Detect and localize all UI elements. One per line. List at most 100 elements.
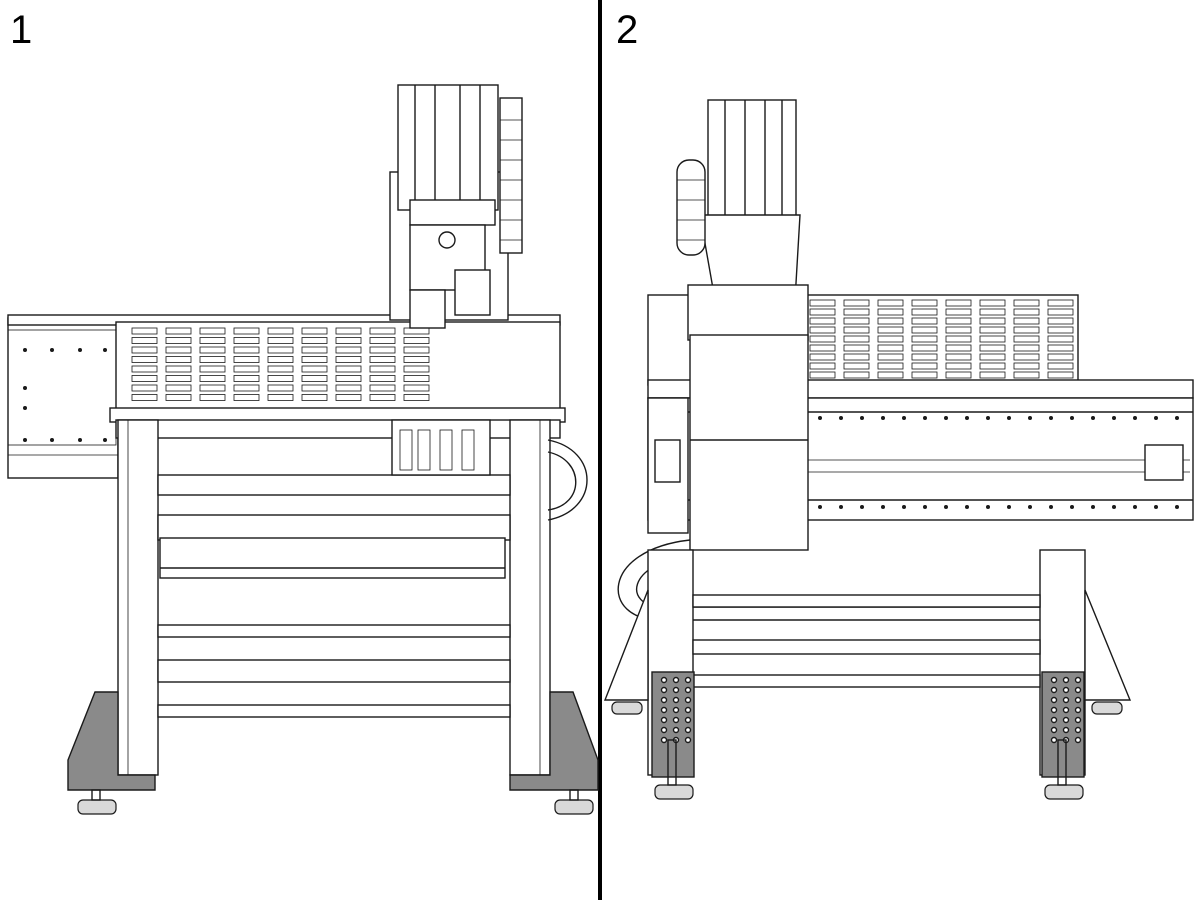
vent-slot	[979, 362, 1006, 370]
spindle	[409, 289, 446, 329]
vent-slot	[843, 317, 870, 325]
left-side-box	[7, 317, 119, 479]
hole-pattern	[660, 676, 1082, 744]
hole	[1050, 736, 1058, 744]
vent-slot	[335, 375, 362, 382]
vent-slot	[1047, 308, 1074, 316]
vent-slot	[877, 299, 904, 307]
vent-slot	[335, 327, 362, 335]
vent-slot	[843, 371, 870, 379]
hole	[684, 726, 692, 734]
hole	[1062, 706, 1070, 714]
vent-slot	[335, 337, 362, 344]
valve-block	[391, 419, 491, 476]
rail-bolt	[1070, 416, 1074, 420]
vent-slot	[843, 326, 870, 334]
vent-slot	[1047, 344, 1074, 352]
vent-slot	[131, 375, 158, 382]
vent-slot	[403, 384, 430, 392]
vent-slot	[809, 344, 836, 352]
vent-slot	[877, 344, 904, 352]
vent-slot	[979, 308, 1006, 316]
vent-slot	[809, 335, 836, 343]
vent-slot	[369, 346, 396, 354]
left-side-plate	[603, 589, 649, 701]
vent-slot	[165, 394, 192, 401]
bolt-dot	[103, 348, 107, 352]
rail-bolt	[965, 416, 969, 420]
vent-slot	[911, 353, 938, 361]
vent-slot	[911, 344, 938, 352]
bolt-dot	[23, 386, 27, 390]
rail-bolt	[860, 416, 864, 420]
hole	[660, 676, 668, 684]
vent-slot	[979, 317, 1006, 325]
vent-slot	[1013, 335, 1040, 343]
vent-slot	[809, 326, 836, 334]
vent-slot	[809, 371, 836, 379]
hole	[684, 736, 692, 744]
hole	[1074, 686, 1082, 694]
hole	[1074, 726, 1082, 734]
vent-grid-2	[809, 299, 1074, 379]
vent-slot	[369, 365, 396, 373]
rail-bolt	[923, 505, 927, 509]
vent-slot	[945, 299, 972, 307]
vent-slot	[369, 337, 396, 344]
vent-slot	[1013, 308, 1040, 316]
bolt-dots-left	[23, 348, 107, 442]
vent-slot	[1047, 326, 1074, 334]
hole	[1062, 696, 1070, 704]
hole	[1050, 706, 1058, 714]
vent-slot	[131, 394, 158, 401]
rail-bolt	[1133, 416, 1137, 420]
vent-slot	[979, 326, 1006, 334]
center-bar	[159, 537, 506, 579]
vent-slot	[165, 356, 192, 363]
hole	[672, 726, 680, 734]
vent-slot	[403, 346, 430, 354]
front-panel	[115, 321, 561, 413]
rail-bolt	[944, 416, 948, 420]
vent-slot	[1013, 326, 1040, 334]
hole	[684, 676, 692, 684]
vent-slot	[233, 394, 260, 401]
vent-slot	[1047, 335, 1074, 343]
vent-slot	[877, 353, 904, 361]
rail-bolt	[1154, 416, 1158, 420]
right-side-plate	[1084, 589, 1132, 701]
vent-slot	[945, 362, 972, 370]
bolt-dot	[78, 438, 82, 442]
vent-slot	[911, 308, 938, 316]
vent-slot	[945, 308, 972, 316]
vent-slot	[233, 356, 260, 363]
vent-slot	[979, 335, 1006, 343]
left-foot-plate	[67, 691, 156, 791]
vent-slot	[809, 362, 836, 370]
vent-slot	[301, 337, 328, 344]
vent-slot	[199, 346, 226, 354]
rail-bolt	[1028, 416, 1032, 420]
vent-slot	[131, 365, 158, 373]
bolt-dot	[50, 438, 54, 442]
vent-slot	[403, 394, 430, 401]
vent-slot	[403, 356, 430, 363]
hole	[1062, 726, 1070, 734]
rail-bolt	[818, 416, 822, 420]
rail-bolt	[1070, 505, 1074, 509]
hole	[660, 726, 668, 734]
vent-slot	[199, 384, 226, 392]
bolt-dot	[50, 348, 54, 352]
vent-slot	[267, 346, 294, 354]
rail-bolt	[1049, 416, 1053, 420]
vent-slot	[843, 344, 870, 352]
vent-slot	[843, 308, 870, 316]
vent-slot	[843, 299, 870, 307]
vent-slot	[369, 356, 396, 363]
vent-slot	[233, 375, 260, 382]
vent-slot	[335, 356, 362, 363]
rail-bolt	[1007, 505, 1011, 509]
rail-bolt	[881, 416, 885, 420]
vent-slot	[911, 326, 938, 334]
